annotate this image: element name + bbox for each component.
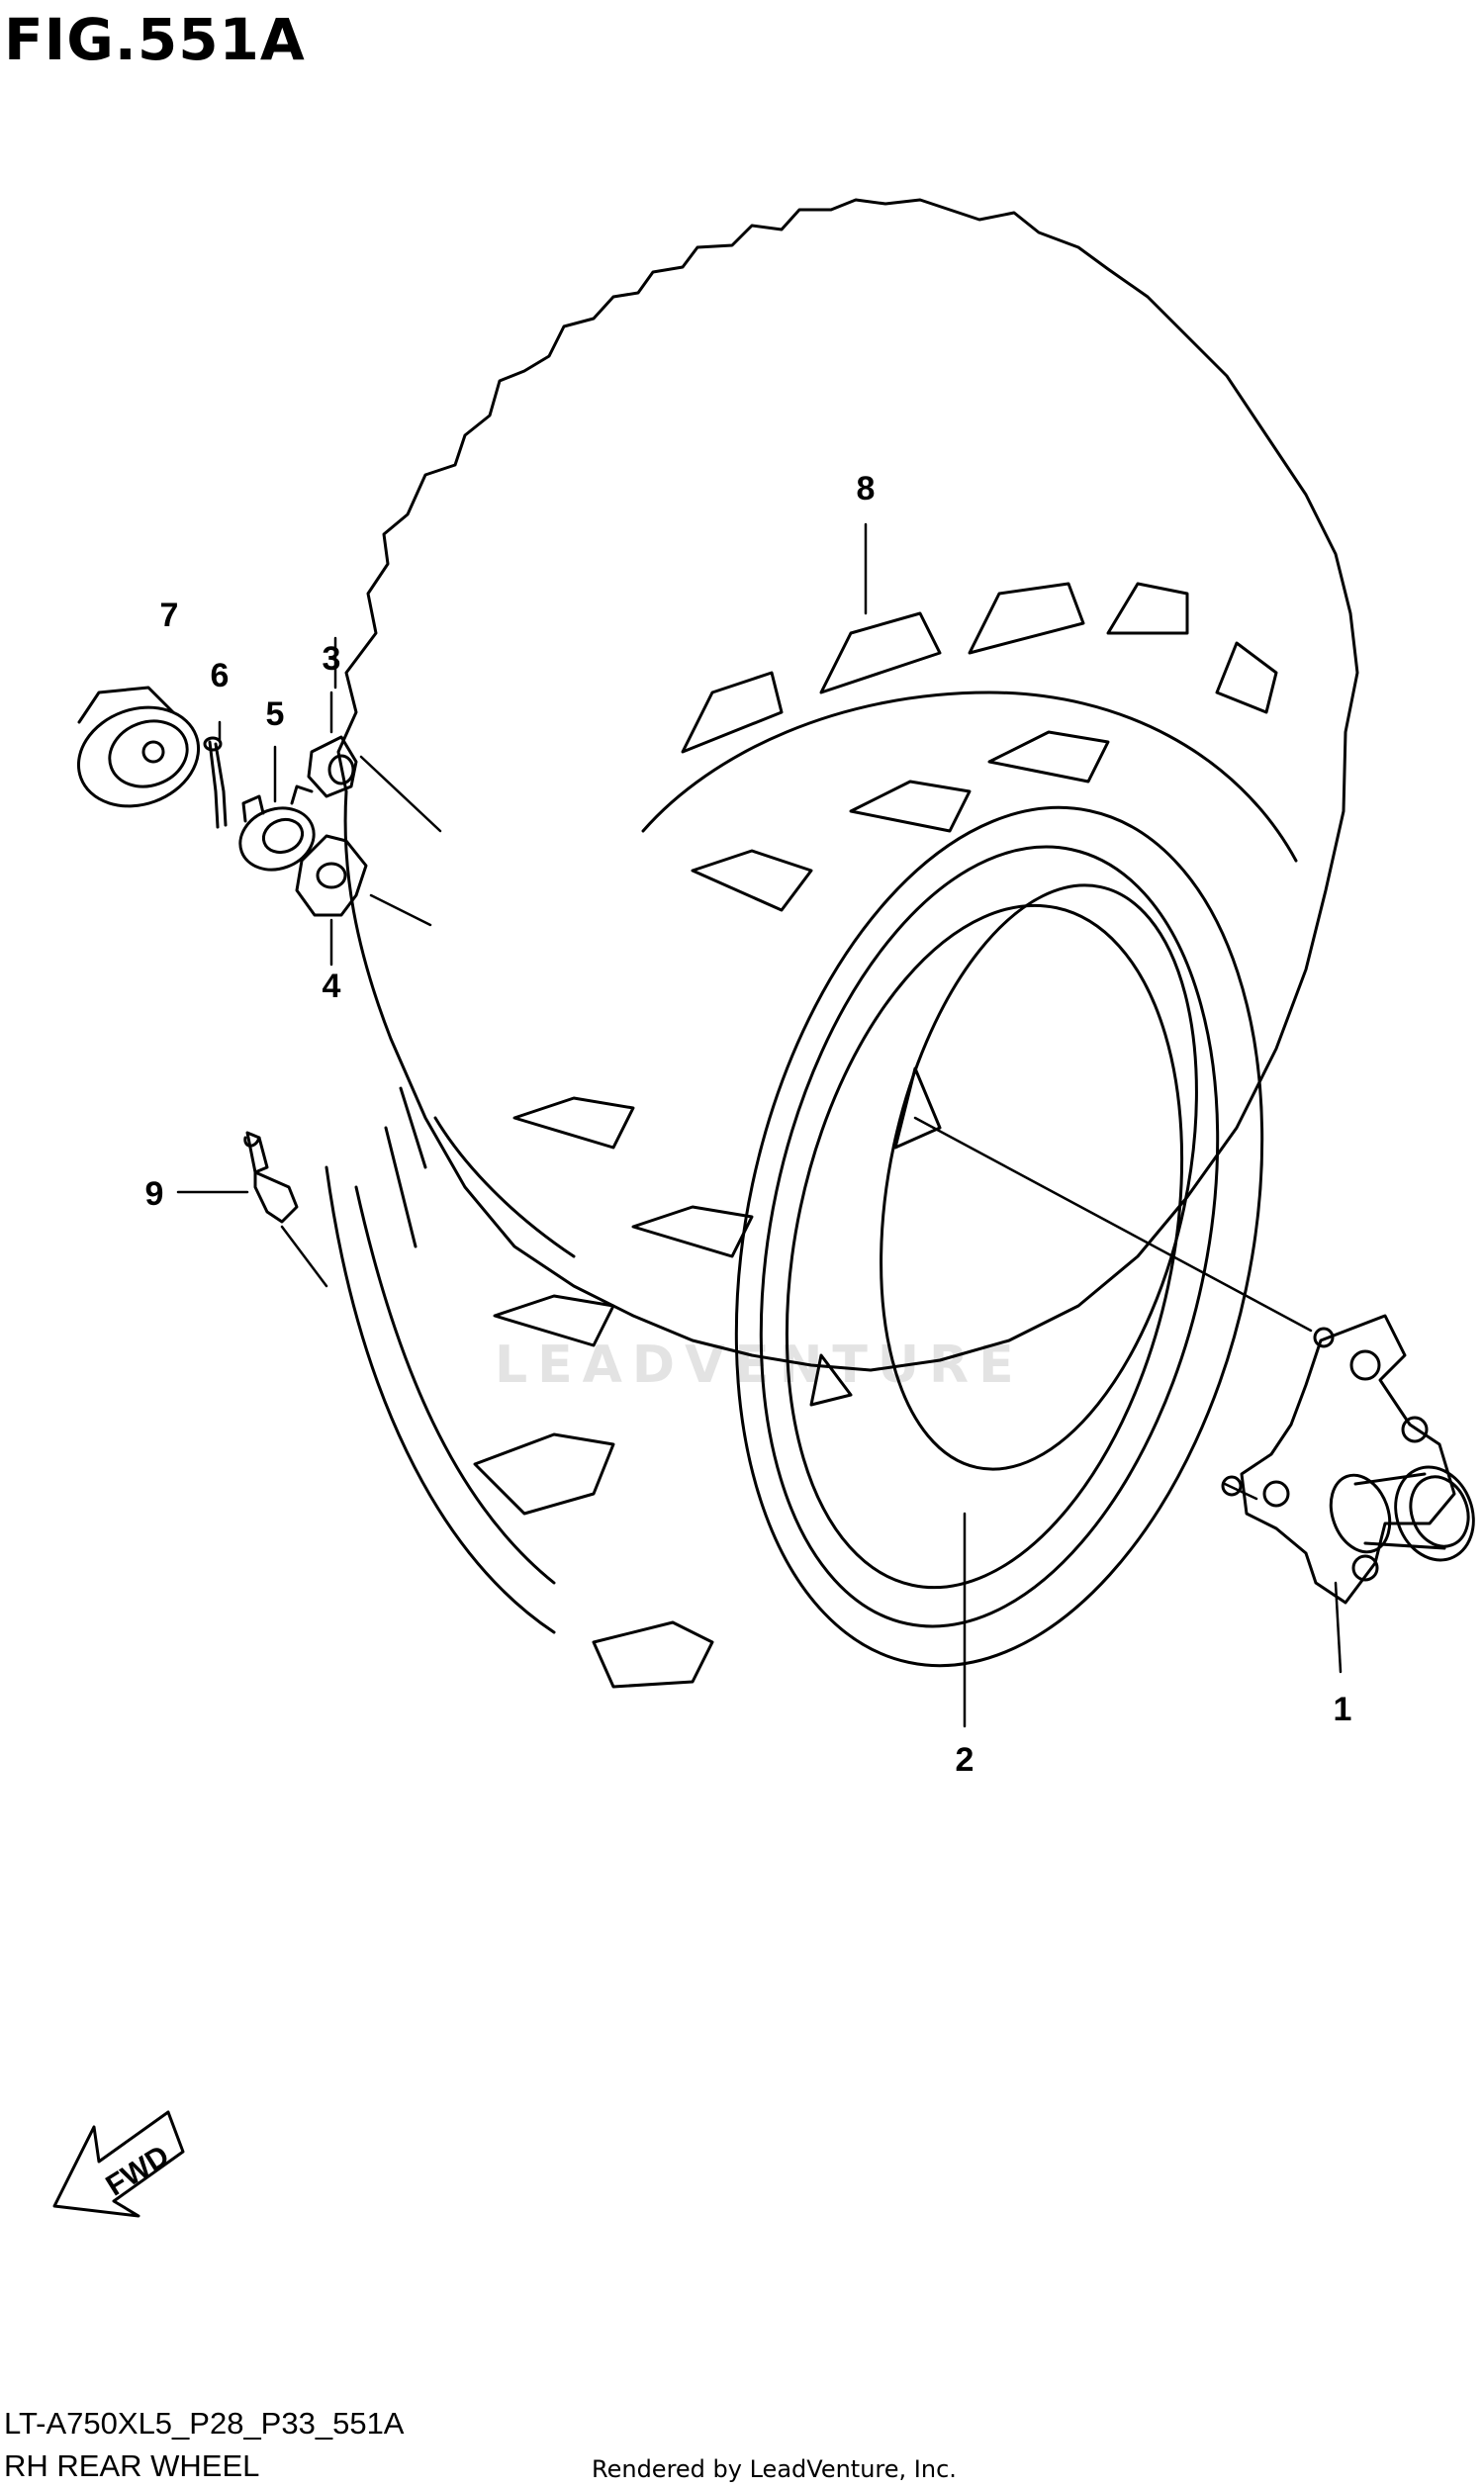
center-cap-drawing bbox=[76, 686, 201, 808]
rim-drawing bbox=[734, 805, 1264, 1668]
wheel-nut-drawing bbox=[307, 735, 358, 798]
watermark-text: LEADVENTURE bbox=[495, 1336, 1024, 1395]
valve-drawing bbox=[243, 1131, 299, 1224]
cotter-pin-drawing bbox=[203, 736, 228, 829]
tread-block bbox=[493, 1294, 615, 1347]
tread-block bbox=[987, 730, 1110, 784]
callout-7: 7 bbox=[159, 597, 179, 634]
hub-drawing bbox=[1221, 1314, 1475, 1605]
hub-flange bbox=[1240, 1314, 1456, 1605]
tread-block bbox=[681, 671, 784, 754]
rim-barrel-ellipse bbox=[880, 883, 1198, 1471]
tread-inner-line bbox=[641, 691, 1298, 863]
callout-8: 8 bbox=[856, 470, 876, 507]
tire-drawing bbox=[325, 198, 1359, 1689]
tread-block bbox=[849, 780, 972, 833]
callout-5: 5 bbox=[265, 695, 285, 733]
rim-outer-ellipse bbox=[734, 805, 1264, 1668]
hub-spindle bbox=[1394, 1465, 1475, 1562]
tread-block bbox=[691, 849, 813, 912]
figure-title: FIG.551A bbox=[4, 6, 306, 73]
washer-drawing bbox=[295, 834, 368, 917]
callout-9: 9 bbox=[144, 1175, 164, 1213]
fwd-arrow-icon: FWD bbox=[52, 2110, 185, 2218]
callout-4: 4 bbox=[322, 968, 341, 1005]
callout-3: 3 bbox=[322, 640, 341, 678]
rim-lip-ellipse bbox=[759, 845, 1220, 1628]
rendered-by-credit: Rendered by LeadVenture, Inc. bbox=[592, 2455, 957, 2483]
callout-2: 2 bbox=[955, 1741, 974, 1779]
fwd-label: FWD bbox=[100, 2139, 174, 2202]
tread-block bbox=[968, 582, 1085, 655]
tread-block bbox=[592, 1620, 714, 1689]
tread-block bbox=[473, 1432, 615, 1516]
tread-block bbox=[819, 611, 942, 694]
callout-1: 1 bbox=[1333, 1691, 1352, 1728]
section-name: RH REAR WHEEL bbox=[4, 2448, 260, 2483]
tread-block bbox=[1106, 582, 1189, 635]
callout-6: 6 bbox=[210, 657, 230, 694]
model-code: LT-A750XL5_P28_P33_551A bbox=[4, 2406, 405, 2441]
rim-inner-ellipse bbox=[785, 903, 1184, 1590]
hub-stud bbox=[1221, 1475, 1243, 1497]
castle-nut-drawing bbox=[238, 784, 316, 872]
leader-lines bbox=[176, 522, 1343, 1728]
tread-block bbox=[1215, 641, 1278, 714]
tread-block bbox=[631, 1205, 754, 1258]
tread-block bbox=[512, 1096, 635, 1150]
tire-outer-outline bbox=[336, 198, 1359, 1372]
hub-stud bbox=[1313, 1327, 1335, 1348]
